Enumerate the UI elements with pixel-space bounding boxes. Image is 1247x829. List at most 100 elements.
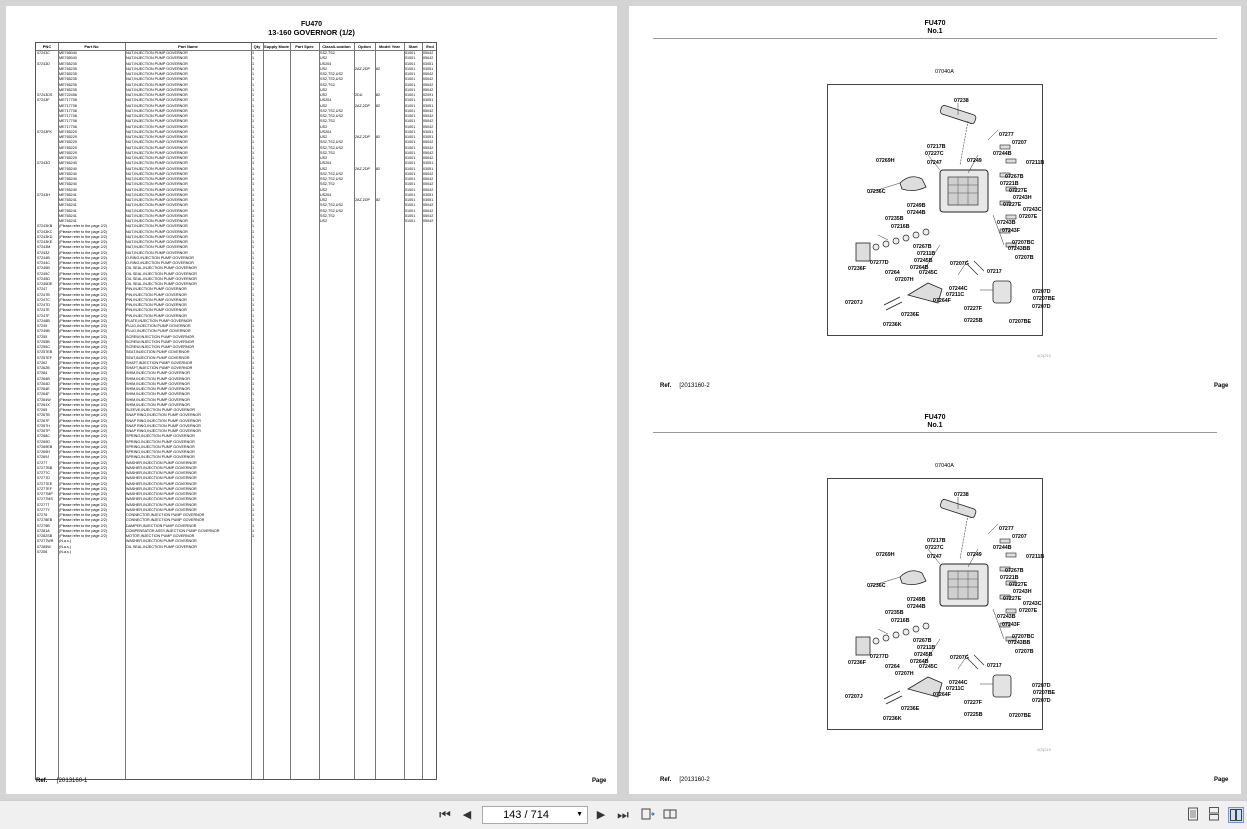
- table-cell: (Please refer to the page 2/2): [59, 282, 107, 286]
- table-cell: (Please refer to the page 2/2): [59, 381, 107, 386]
- table-cell: (Please refer to the page 2/2): [59, 261, 107, 265]
- table-cell: 1: [252, 318, 255, 323]
- part-callout: 07235B: [885, 610, 904, 616]
- leader-line: [992, 214, 1005, 246]
- table-row: 07278EB(Please refer to the page 2/2)CON…: [36, 518, 436, 523]
- column-header: Model Year: [378, 44, 401, 49]
- table-cell: NUT,INJECTION PUMP GOVERNOR: [126, 187, 188, 192]
- table-cell: US2: [320, 187, 328, 192]
- table-cell: 1: [252, 114, 255, 118]
- table-cell: SEAT,INJECTION PUMP GOVERNOR: [126, 350, 190, 355]
- table-cell: 1: [252, 77, 255, 82]
- part-callout: 07249B: [907, 597, 926, 603]
- table-cell: NUT,INJECTION PUMP GOVERNOR: [126, 82, 188, 87]
- table-cell: SS2,TS2: [320, 119, 335, 124]
- two-page-button[interactable]: [662, 807, 678, 823]
- table-cell: WASHER,INJECTION PUMP GOVERNOR: [126, 476, 197, 481]
- table-cell: 05042: [423, 77, 434, 82]
- fit-page-button[interactable]: [640, 807, 656, 823]
- table-cell: (Please refer to the page 2/2): [59, 507, 107, 512]
- assembly-line: [959, 120, 969, 166]
- part-callout: 07207E: [1019, 214, 1038, 220]
- table-cell: ME765229: [59, 140, 77, 145]
- column-rule: [290, 43, 291, 779]
- lever-part: [899, 570, 927, 585]
- table-cell: PLUG,INJECTION PUMP GOVERNOR: [126, 329, 191, 334]
- part-callout: 07207G: [950, 261, 969, 267]
- table-cell: 1: [252, 156, 255, 160]
- table-cell: SS2,TS2,US2: [320, 77, 343, 82]
- table-cell: 01001: [405, 108, 416, 113]
- bolt-part: [1005, 186, 1017, 192]
- table-cell: OIL SEAL,INJECTION PUMP GOVERNOR: [126, 271, 197, 276]
- page-number-selector[interactable]: 143 / 714 ▼: [482, 806, 588, 824]
- table-cell: 1: [252, 513, 255, 517]
- leader-line: [877, 234, 889, 241]
- table-cell: 05042: [423, 156, 434, 160]
- linkage-part: [906, 676, 943, 698]
- table-cell: 07245C: [37, 271, 50, 276]
- table-cell: 1: [252, 124, 255, 129]
- table-cell: 1: [252, 108, 255, 113]
- table-cell: 1: [252, 376, 255, 381]
- screw-part: [883, 296, 903, 311]
- table-cell: NUT,INJECTION PUMP GOVERNOR: [126, 213, 188, 218]
- table-cell: (Please refer to the page 2/2): [59, 439, 107, 444]
- table-cell: 01001: [405, 219, 416, 223]
- table-cell: 07264W: [37, 397, 51, 402]
- table-cell: 1: [252, 129, 255, 134]
- table-cell: US204: [320, 192, 332, 197]
- continuous-view-button[interactable]: [1207, 807, 1221, 823]
- part-callout: 07207B: [1015, 255, 1034, 261]
- part-callout: 07236F: [848, 266, 866, 272]
- table-cell: (Please refer to the page 2/2): [59, 345, 107, 349]
- table-cell: ME765241: [59, 203, 77, 208]
- part-callout: 07264F: [933, 298, 951, 304]
- table-row: 07255C(Please refer to the page 2/2)SCRE…: [36, 345, 436, 350]
- first-page-button[interactable]: ⏮: [436, 807, 454, 823]
- leader-line: [967, 154, 979, 174]
- next-page-button[interactable]: ▶: [594, 807, 608, 823]
- previous-page-button[interactable]: ◀: [460, 807, 474, 823]
- part-callout: 07267B: [1005, 568, 1024, 574]
- table-cell: US2: [320, 135, 328, 139]
- table-cell: 01001: [405, 177, 416, 181]
- governor-diagram-drawing: [855, 497, 1017, 705]
- washer-part: [922, 622, 930, 630]
- header-rule: [653, 432, 1217, 433]
- table-cell: PLATE,INJECTION PUMP GOVERNOR: [126, 318, 193, 323]
- table-cell: ME765040: [59, 51, 77, 55]
- table-cell: (Please refer to the page 2/2): [59, 408, 107, 412]
- table-cell: 1: [252, 161, 255, 166]
- table-row: 07282SB(Please refer to the page 2/2)MOT…: [36, 534, 436, 539]
- bracket-part: [855, 636, 871, 656]
- table-row: 07243Z(Please refer to the page 2/2)NUT,…: [36, 251, 436, 256]
- table-cell: SS2,TS2: [320, 213, 335, 218]
- column-rule: [251, 43, 252, 779]
- last-page-button[interactable]: ⏭: [614, 807, 632, 823]
- bolt-part: [1005, 580, 1017, 586]
- table-cell: 03051: [423, 166, 434, 171]
- table-cell: (Please refer to the page 2/2): [59, 329, 107, 334]
- table-cell: US204: [320, 161, 332, 166]
- part-callout: 07225B: [964, 712, 983, 718]
- table-cell: (Please refer to the page 2/2): [59, 297, 107, 302]
- facing-view-button[interactable]: [1228, 807, 1244, 823]
- table-cell: SCREW,INJECTION PUMP GOVERNOR: [126, 334, 195, 339]
- part-callout: 07238: [954, 492, 969, 498]
- washer-part: [922, 228, 930, 236]
- table-cell: 07264D: [37, 381, 50, 386]
- table-cell: ME722456: [59, 93, 77, 97]
- figure-footer-ref: Ref.[2013160-2: [660, 777, 710, 783]
- part-callout: 07211B: [917, 251, 936, 257]
- table-cell: PIN,INJECTION PUMP GOVERNOR: [126, 292, 187, 297]
- single-page-view-button[interactable]: [1186, 807, 1200, 823]
- table-cell: 1: [252, 450, 255, 454]
- table-cell: NUT,INJECTION PUMP GOVERNOR: [126, 129, 188, 134]
- table-cell: SPRING,INJECTION PUMP GOVERNOR: [126, 455, 195, 460]
- part-callout: 07243C: [1023, 207, 1042, 213]
